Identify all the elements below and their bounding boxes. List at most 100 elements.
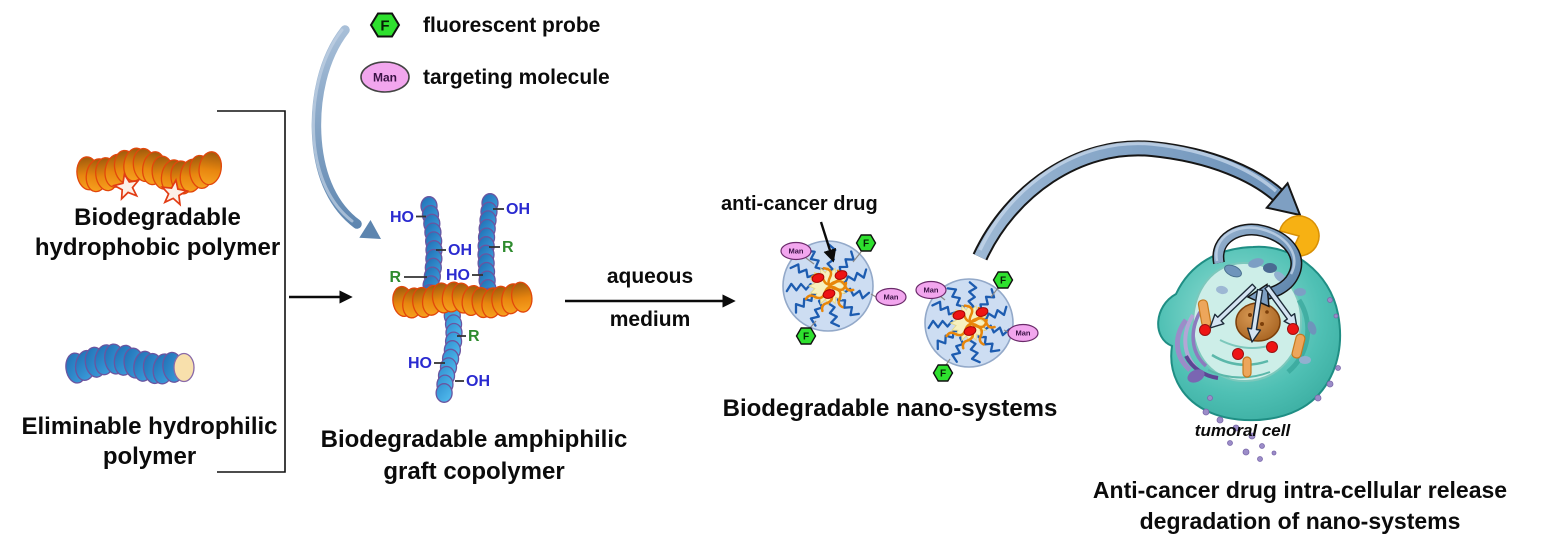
vesicle-dot <box>1326 380 1334 388</box>
targeting-oval-icon <box>1007 323 1039 343</box>
vesicle-dot <box>1207 395 1213 401</box>
polymer-bead <box>435 383 453 403</box>
fluorescent-probe-token: F <box>855 234 877 252</box>
hydrophilic-chain-endcap <box>173 352 195 383</box>
targeting-molecule-token: Man <box>1007 323 1039 343</box>
oh-label: OH <box>506 201 530 218</box>
targeting-letters: Man <box>924 286 939 295</box>
copolymer-backbone-chain <box>392 281 533 319</box>
probe-hexagon-icon <box>992 271 1014 289</box>
drug-dot <box>1232 348 1244 360</box>
copolymer-caption-line1: Biodegradable amphiphilic <box>320 426 628 453</box>
vesicle-dot <box>1202 408 1210 416</box>
vesicle-dot <box>1327 297 1333 303</box>
vesicle-dot <box>1242 448 1250 456</box>
vesicle-dot <box>1259 443 1265 449</box>
probe-hexagon-icon <box>932 364 954 382</box>
targeting-molecule-token: Man <box>875 287 907 307</box>
membrane-receptor-wedge <box>1278 215 1320 257</box>
legend-probe-label: fluorescent probe <box>423 14 601 37</box>
vesicle-dot <box>1257 456 1263 462</box>
hydrophobic-label-line1: Biodegradable <box>74 204 241 231</box>
vesicle-dot <box>1333 313 1339 319</box>
targeting-molecule-token: Man <box>780 241 812 261</box>
probe-letter: F <box>803 332 809 343</box>
uptake-arrowhead <box>1264 181 1302 217</box>
grouping-bracket <box>217 110 286 473</box>
probe-hexagon-icon <box>369 12 401 38</box>
star-icon <box>160 177 190 207</box>
vesicle-dot <box>1227 440 1233 446</box>
fluorescent-probe-token: F <box>992 271 1014 289</box>
vesicle-dot <box>1216 416 1224 424</box>
ho-label: HO <box>390 209 414 226</box>
release-arrow <box>1209 283 1257 329</box>
release-arrow <box>1264 284 1298 329</box>
encapsulated-drug-dot <box>952 310 966 320</box>
outcome-caption: Anti-cancer drug intra-cellular release … <box>1066 475 1534 537</box>
amphiphile-zigzag <box>946 287 965 315</box>
uptake-curved-arrow <box>972 140 1302 261</box>
nano-system-micelle-1 <box>782 240 874 332</box>
outcome-line2: degradation of nano-systems <box>1139 508 1461 534</box>
reaction-condition-line2: medium <box>609 308 691 331</box>
r-label: R <box>502 239 514 256</box>
targeting-oval-icon <box>780 241 812 261</box>
fluorescent-probe-token: F <box>932 364 954 382</box>
r-label: R <box>468 328 480 345</box>
encapsulated-drug-dot <box>834 270 848 280</box>
fluorescent-probe-legend-token: F <box>369 12 401 38</box>
hydrophobic-chain-stars <box>111 171 190 207</box>
encapsulated-drug-dot <box>811 273 825 283</box>
targeting-letters: Man <box>884 293 899 302</box>
bond-lines <box>404 208 504 382</box>
copolymer-graft-chain-upper-right <box>477 193 499 308</box>
targeting-molecule-token: Man <box>915 280 947 300</box>
probe-letter: F <box>940 369 946 380</box>
probe-letter: F <box>380 18 389 35</box>
probe-letter: F <box>1000 276 1006 287</box>
hydrophilic-polymer-label: Eliminable hydrophilic polymer <box>2 412 297 472</box>
vesicle-dot <box>1335 365 1341 371</box>
copolymer-caption-line2: graft copolymer <box>383 458 565 485</box>
released-drug-dots <box>1199 323 1299 360</box>
probe-hexagon-icon <box>855 234 877 252</box>
drug-dot <box>1199 324 1211 336</box>
targeting-oval-icon <box>360 61 410 93</box>
amphiphile-zigzag <box>951 334 968 363</box>
probe-letter: F <box>863 239 869 250</box>
star-icon <box>111 171 141 201</box>
encapsulated-drug-dot <box>822 289 836 299</box>
drug-dot <box>1266 341 1278 353</box>
encapsulated-drug-dot <box>975 307 989 317</box>
vesicle-dots <box>1202 297 1341 462</box>
hydrophobic-polymer-label: Biodegradable hydrophobic polymer <box>15 203 300 263</box>
chemical-group-labels: HO OH R OH R HO R HO OH <box>389 201 530 390</box>
mitochondrion <box>1291 333 1306 359</box>
targeting-letters: Man <box>789 247 804 256</box>
amphiphile-zigzag <box>927 319 959 330</box>
targeting-letters: Man <box>373 71 397 85</box>
anti-cancer-drug-label: anti-cancer drug <box>721 193 878 215</box>
endoplasmic-reticulum <box>1175 318 1192 372</box>
targeting-oval-icon <box>915 280 947 300</box>
vesicle-dot <box>1271 450 1277 456</box>
legend-arrowhead <box>359 220 381 239</box>
polymer-bead <box>510 281 533 313</box>
outcome-line1: Anti-cancer drug intra-cellular release <box>1092 477 1508 503</box>
hydrophilic-label-line2: polymer <box>102 443 197 470</box>
legend-curved-arrow <box>311 25 381 239</box>
hydrophobic-polymer-chain <box>76 147 223 195</box>
reaction-condition-line1: aqueous <box>606 265 694 288</box>
amphiphile-zigzag <box>809 297 827 327</box>
nano-system-micelle-2 <box>924 278 1014 368</box>
release-arrow <box>1246 288 1264 343</box>
targeting-letters: Man <box>1016 329 1031 338</box>
vesicle-dot <box>1248 432 1256 440</box>
amphiphile-zigzag <box>794 292 821 314</box>
copolymer-graft-chain-lower <box>435 297 463 403</box>
drug-pointer-arrow <box>819 221 837 263</box>
r-label: R <box>389 269 401 286</box>
